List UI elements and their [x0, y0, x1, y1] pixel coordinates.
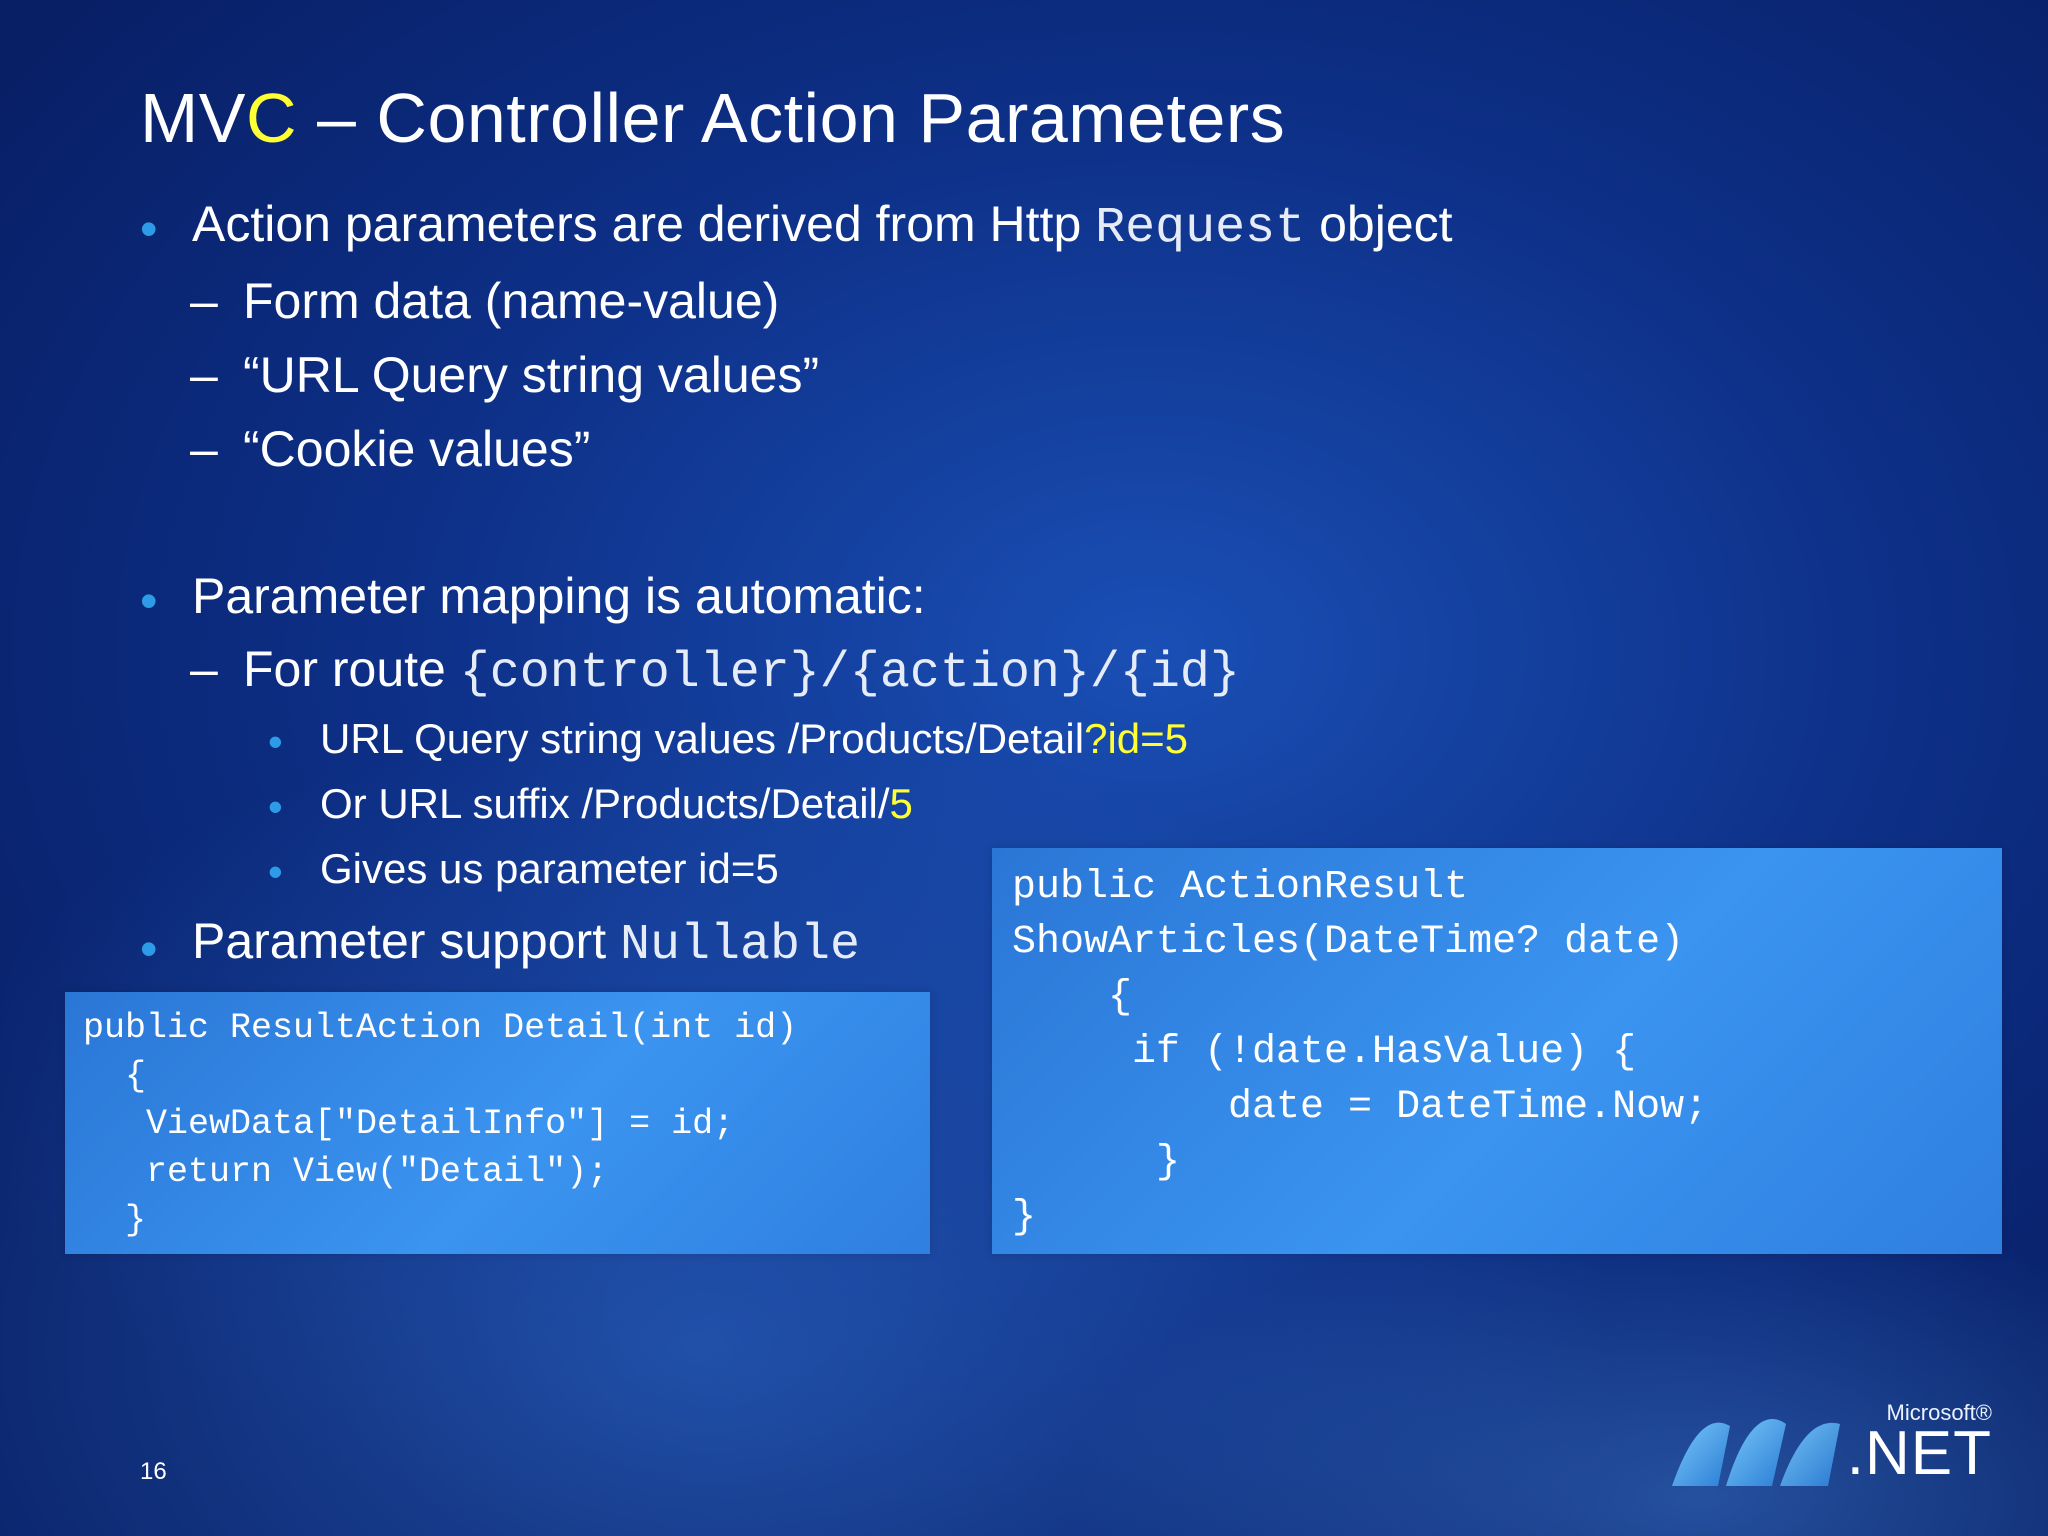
title-accent: C: [246, 79, 298, 157]
page-number: 16: [140, 1458, 167, 1485]
dash-icon: –: [190, 273, 218, 329]
logo-microsoft-text: Microsoft®: [1886, 1400, 1992, 1425]
bullet-dot-icon: •: [268, 718, 283, 765]
item-query-string-text: URL Query string values /Products/Detail: [320, 715, 1085, 762]
item-query-string: URL Query string values /Products/Detail…: [320, 715, 1188, 763]
title-prefix: MV: [140, 79, 246, 157]
dotnet-logo: Microsoft® .NET: [1668, 1400, 1998, 1490]
item-url-suffix: Or URL suffix /Products/Detail/5: [320, 780, 913, 828]
bullet-mapping: Parameter mapping is automatic:: [192, 568, 926, 624]
dash-icon: –: [190, 421, 218, 477]
bullet-dot-icon: •: [268, 848, 283, 895]
dash-icon: –: [190, 347, 218, 403]
code-sample-show-articles: public ActionResult ShowArticles(DateTim…: [992, 848, 2002, 1254]
item-gives-id: Gives us parameter id=5: [320, 845, 779, 892]
code-show-articles-text: public ActionResult ShowArticles(DateTim…: [1012, 865, 1709, 1240]
bullet-nullable-code: Nullable: [619, 917, 861, 974]
bullet-nullable-text: Parameter support: [192, 913, 620, 969]
bullet-nullable: Parameter support Nullable: [192, 912, 860, 974]
code-detail-text: public ResultAction Detail(int id) { Vie…: [83, 1008, 798, 1240]
bullet-request-code: Request: [1095, 200, 1306, 257]
item-query-string-highlight: ?id=5: [1084, 715, 1189, 762]
sub-route-code: {controller}/{action}/{id}: [459, 645, 1240, 702]
sub-route: For route {controller}/{action}/{id}: [243, 640, 1240, 702]
bullet-request-tail: object: [1305, 196, 1453, 252]
bullet-request: Action parameters are derived from Http …: [192, 195, 1453, 257]
code-sample-detail: public ResultAction Detail(int id) { Vie…: [65, 992, 930, 1254]
bullet-dot-icon: •: [140, 201, 158, 257]
dash-icon: –: [190, 641, 218, 697]
slide-title: MVC – Controller Action Parameters: [140, 78, 1285, 158]
bullet-dot-icon: •: [140, 921, 158, 977]
logo-net-text: .NET: [1846, 1419, 1992, 1488]
item-url-suffix-highlight: 5: [889, 780, 913, 827]
sub-query-string: “URL Query string values”: [243, 347, 820, 403]
bullet-dot-icon: •: [268, 783, 283, 830]
sub-route-text: For route: [243, 641, 460, 697]
bullet-request-text: Action parameters are derived from Http: [192, 196, 1096, 252]
item-url-suffix-text: Or URL suffix /Products/Detail/: [320, 780, 890, 827]
sub-form-data: Form data (name-value): [243, 273, 780, 329]
bullet-dot-icon: •: [140, 573, 158, 629]
title-rest: – Controller Action Parameters: [297, 79, 1286, 157]
dotnet-wave-icon: [1672, 1419, 1840, 1486]
sub-cookie: “Cookie values”: [243, 421, 591, 477]
